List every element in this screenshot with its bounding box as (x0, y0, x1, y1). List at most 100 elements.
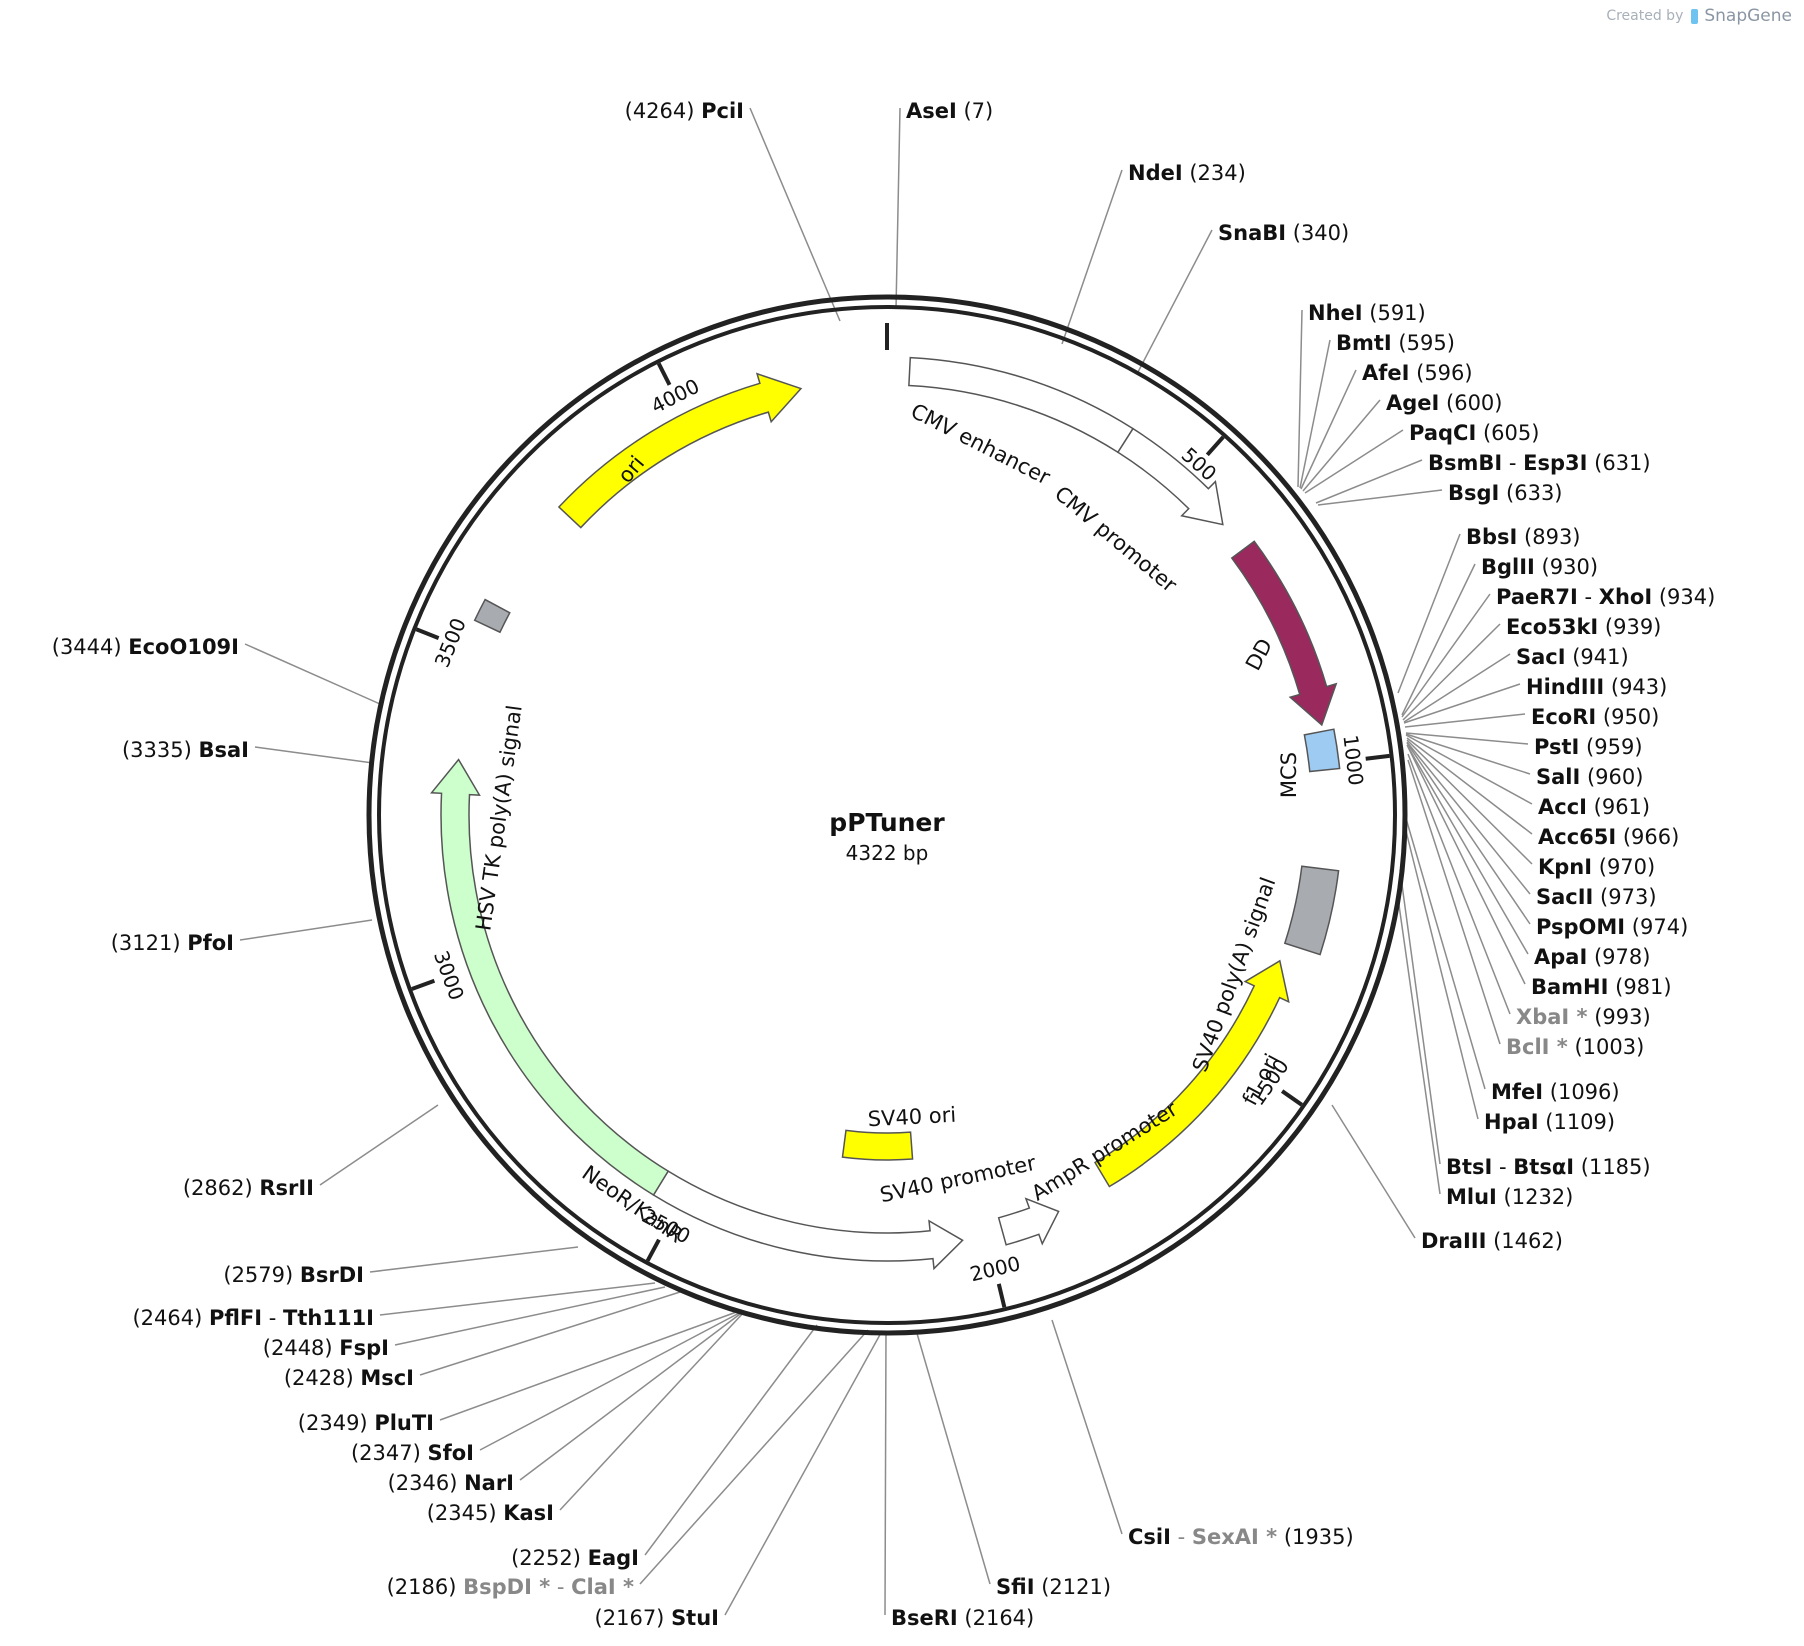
leader-pfoi (239, 919, 373, 941)
site-label-psti: PstI (959) (1534, 735, 1643, 759)
site-label-part: (941) (1566, 645, 1629, 669)
leader-apai (1406, 744, 1529, 955)
site-label-part: (633) (1499, 481, 1562, 505)
site-label-part: BmtI (1336, 331, 1392, 355)
site-label-pcii: (4264) PciI (625, 99, 744, 123)
site-leader-lines (239, 107, 1533, 1616)
plasmid-name: pPTuner (829, 808, 945, 837)
site-label-part: (3444) (52, 635, 129, 659)
leader-bsgi (1317, 489, 1443, 506)
site-label-sfoi: (2347) SfoI (351, 1441, 474, 1465)
site-label-part: - (262, 1306, 283, 1330)
site-label-part: SacII (1536, 885, 1593, 909)
site-label-part: (605) (1476, 421, 1539, 445)
leader-nhei (1297, 309, 1303, 488)
backbone-inner-ring (377, 305, 1397, 1325)
site-label-part: (973) (1593, 885, 1656, 909)
site-label-bbsi: BbsI (893) (1466, 525, 1581, 549)
site-label-part: BspDI * (463, 1575, 550, 1599)
site-label-csii: CsiI - SexAI * (1935) (1128, 1525, 1354, 1549)
feature-sv40-poly-a-signal (1283, 865, 1340, 956)
site-label-part: BsrDI (300, 1263, 364, 1287)
site-label-part: (1185) (1574, 1155, 1651, 1179)
site-label-part: SfiI (996, 1575, 1035, 1599)
site-label-eco53ki: Eco53kI (939) (1506, 615, 1661, 639)
site-label-pspomi: PspOMI (974) (1536, 915, 1688, 939)
leader-bbsi (1397, 533, 1461, 694)
site-label-part: (981) (1608, 975, 1671, 999)
site-label-pfoi: (3121) PfoI (111, 931, 234, 955)
site-label-part: (1109) (1539, 1110, 1616, 1134)
site-label-bamhi: BamHI (981) (1531, 975, 1672, 999)
leader-msci (419, 1291, 681, 1376)
site-label-part: - (550, 1575, 571, 1599)
site-label-part: BbsI (1466, 525, 1517, 549)
site-label-part: - (1502, 451, 1523, 475)
site-label-part: (596) (1409, 361, 1472, 385)
site-label-part: (993) (1588, 1005, 1651, 1029)
site-label-part: EcoO109I (128, 635, 239, 659)
feature-label-dd: DD (1241, 635, 1277, 675)
site-label-part: KpnI (1538, 855, 1592, 879)
site-label-pflfi: (2464) PflFI - Tth111I (132, 1306, 374, 1330)
site-label-part: HindIII (1526, 675, 1604, 699)
site-label-part: Eco53kI (1506, 615, 1598, 639)
site-label-bglii: BglII (930) (1481, 555, 1598, 579)
leader-bamhi (1407, 746, 1526, 985)
site-label-part: KasI (503, 1501, 554, 1525)
feature-dd (1230, 540, 1338, 727)
site-label-part: PstI (1534, 735, 1579, 759)
site-label-part: (943) (1604, 675, 1667, 699)
leader-btsi (1399, 869, 1441, 1165)
site-label-bsai: (3335) BsaI (122, 738, 249, 762)
leader-afei (1300, 369, 1357, 490)
leader-snabi (1137, 229, 1213, 373)
site-label-part: EagI (588, 1546, 639, 1570)
site-label-part: XhoI (1599, 585, 1652, 609)
leader-paqci (1304, 429, 1404, 494)
site-label-part: Esp3I (1523, 451, 1587, 475)
site-label-part: NarI (464, 1471, 514, 1495)
site-label-part: (961) (1587, 795, 1650, 819)
site-label-part: (2346) (388, 1471, 465, 1495)
site-label-part: AfeI (1362, 361, 1409, 385)
leader-agei (1302, 399, 1381, 492)
site-label-part: BtsαI (1513, 1155, 1574, 1179)
leader-hindiii (1403, 683, 1521, 724)
leader-mlui (1397, 897, 1441, 1195)
snapgene-credit: Created by SnapGene (1606, 6, 1792, 26)
site-label-asei: AseI (7) (906, 99, 993, 123)
site-label-msci: (2428) MscI (284, 1366, 414, 1390)
plasmid-center-label: pPTuner 4322 bp (829, 808, 945, 865)
site-label-part: (2464) (132, 1306, 209, 1330)
tick-label-2000: 2000 (968, 1251, 1023, 1286)
backbone-outer-ring (366, 294, 1408, 1336)
site-label-part: BtsI (1446, 1155, 1492, 1179)
site-label-btsi: BtsI - BtsαI (1185) (1446, 1155, 1651, 1179)
leader-sali (1405, 733, 1531, 775)
leader-bsai (254, 746, 374, 764)
tick-2000 (996, 1283, 1007, 1308)
leader-bcli (1407, 759, 1501, 1045)
site-label-part: BseRI (891, 1606, 958, 1630)
site-label-part: AseI (906, 99, 957, 123)
tick-1000 (1365, 753, 1390, 761)
site-label-part: BsaI (199, 738, 250, 762)
site-label-part: BsgI (1448, 481, 1499, 505)
site-label-part: NheI (1308, 301, 1363, 325)
site-label-part: (974) (1625, 915, 1688, 939)
site-label-part: (939) (1598, 615, 1661, 639)
site-label-bmti: BmtI (595) (1336, 331, 1455, 355)
leader-bsrdi (369, 1246, 579, 1273)
site-label-part: (2448) (263, 1336, 340, 1360)
leader-nari (519, 1310, 745, 1481)
site-label-part: StuI (671, 1606, 719, 1630)
leader-draiii (1331, 1104, 1416, 1239)
site-label-bsgi: BsgI (633) (1448, 481, 1563, 505)
site-label-part: SacI (1516, 645, 1566, 669)
site-label-part: (600) (1439, 391, 1502, 415)
leader-sfoi (479, 1310, 744, 1451)
site-label-part: (959) (1579, 735, 1642, 759)
feature-cmv-promoter (1116, 427, 1224, 526)
